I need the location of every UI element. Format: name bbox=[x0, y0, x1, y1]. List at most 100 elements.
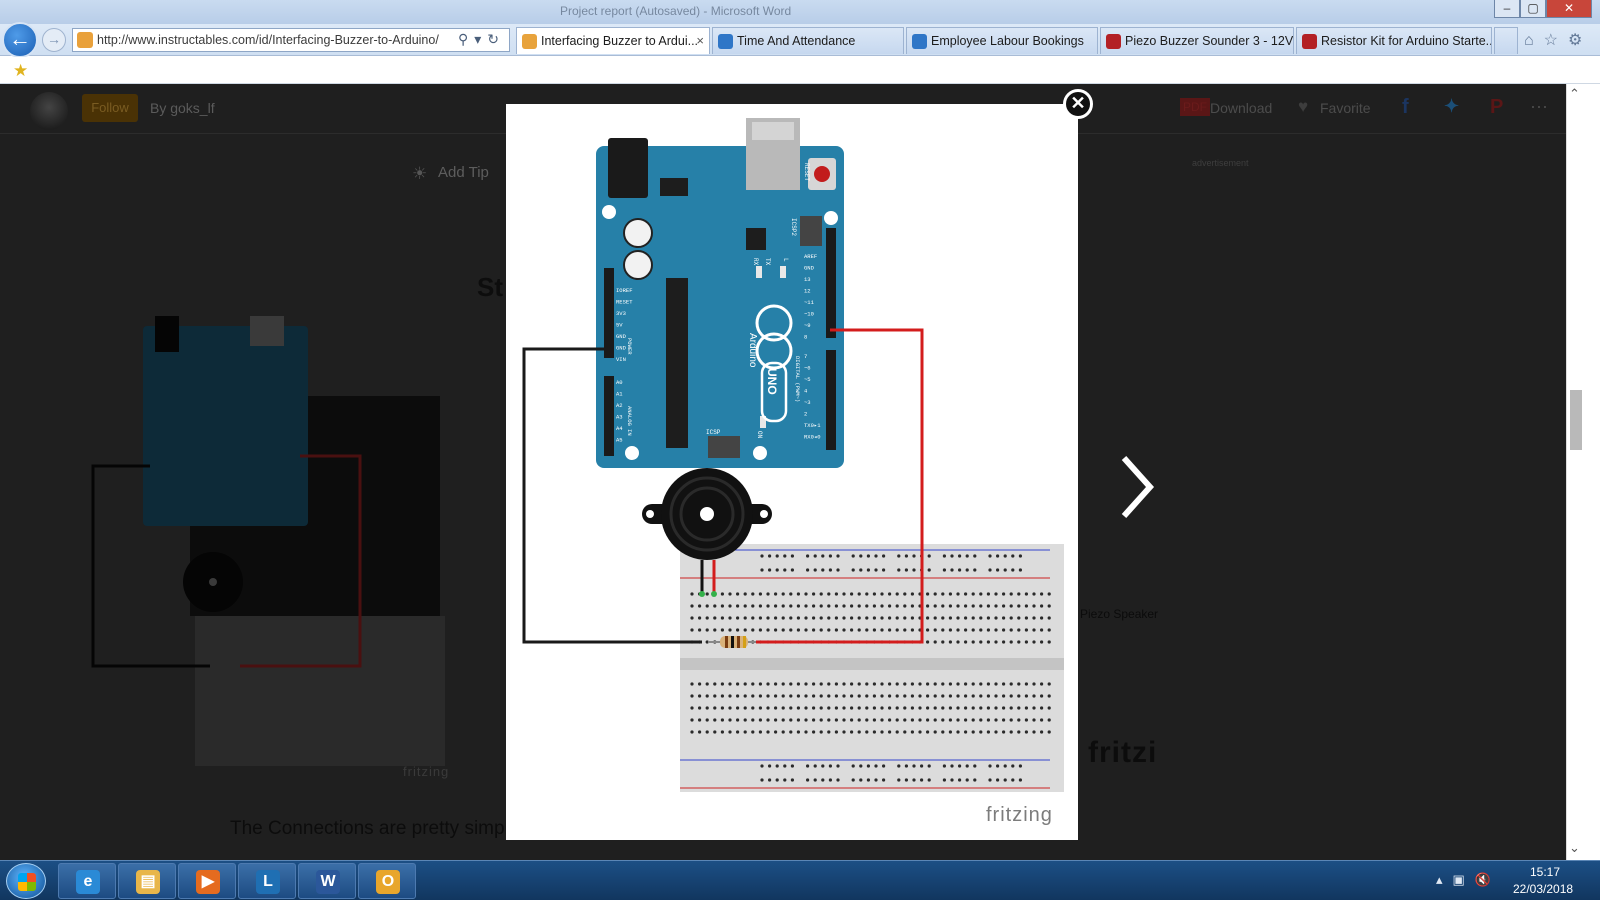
scroll-up-icon[interactable]: ⌃ bbox=[1569, 86, 1580, 101]
arduino-model-label: UNO bbox=[765, 368, 779, 395]
avatar[interactable] bbox=[30, 92, 68, 130]
heart-icon: ♥ bbox=[1298, 97, 1309, 116]
minimize-button[interactable]: – bbox=[1494, 0, 1520, 18]
forward-button[interactable]: → bbox=[42, 28, 66, 52]
internet-explorer-icon: e bbox=[76, 870, 100, 894]
more-options-button[interactable]: ··· bbox=[1530, 96, 1548, 116]
pin-label: VIN bbox=[616, 356, 626, 363]
fritzing-watermark: fritzing bbox=[986, 804, 1053, 826]
close-lightbox-button[interactable]: ✕ bbox=[1063, 89, 1093, 119]
tab-label: Employee Labour Bookings bbox=[931, 34, 1084, 48]
author-byline[interactable]: By goks_lf bbox=[150, 100, 215, 116]
new-tab-button[interactable] bbox=[1494, 27, 1518, 54]
clock-date[interactable]: 22/03/2018 bbox=[1513, 882, 1574, 896]
l-led-label: L bbox=[782, 258, 789, 262]
scrollbar-thumb[interactable] bbox=[1570, 390, 1582, 450]
icsp2-label: ICSP2 bbox=[790, 218, 797, 236]
close-window-button[interactable]: ✕ bbox=[1546, 0, 1592, 18]
analog-in-label: ANALOG IN bbox=[626, 406, 633, 436]
follow-button[interactable]: Follow bbox=[82, 94, 138, 122]
system-tray: ▴▣🔇 bbox=[1436, 872, 1501, 888]
address-tools: ⚲▾↻ bbox=[458, 31, 505, 48]
ground-wire bbox=[522, 347, 702, 644]
volume-muted-icon[interactable]: 🔇 bbox=[1474, 872, 1502, 887]
search-icon[interactable]: ⚲ bbox=[457, 31, 475, 47]
add-favorites-icon[interactable]: ★ bbox=[13, 61, 29, 80]
gear-icon[interactable]: ⚙ bbox=[1568, 32, 1593, 49]
pin-label: ~6 bbox=[804, 365, 811, 372]
network-icon[interactable]: ▣ bbox=[1452, 872, 1475, 887]
pin-label: 8 bbox=[804, 334, 807, 341]
tab-time-and-attendance[interactable]: Time And Attendance bbox=[712, 27, 904, 54]
facebook-icon[interactable]: f bbox=[1402, 96, 1409, 118]
advertisement-label: advertisement bbox=[1192, 158, 1249, 168]
refresh-icon[interactable]: ↻ bbox=[487, 31, 505, 47]
close-tab-icon[interactable]: × bbox=[696, 33, 704, 48]
twitter-icon[interactable]: ✦ bbox=[1444, 96, 1460, 116]
pin-label: RX0◂0 bbox=[804, 434, 821, 441]
tab-label: Resistor Kit for Arduino Starte... bbox=[1321, 34, 1492, 48]
next-image-arrow-icon[interactable] bbox=[1118, 452, 1158, 522]
tab-resistor-kit[interactable]: Resistor Kit for Arduino Starte... bbox=[1296, 27, 1492, 54]
tab-label: Piezo Buzzer Sounder 3 - 12V ... bbox=[1125, 34, 1294, 48]
back-button[interactable]: ← bbox=[2, 22, 38, 58]
pin-label: 4 bbox=[804, 388, 808, 395]
step-caption: The Connections are pretty simple: bbox=[230, 818, 525, 839]
arrow-left-icon: ← bbox=[9, 26, 31, 51]
page-scrollbar[interactable]: ⌃ ⌄ bbox=[1566, 84, 1584, 860]
file-explorer-icon: ▤ bbox=[136, 870, 160, 894]
pin-label: 12 bbox=[804, 288, 811, 295]
reset-label: RESET bbox=[803, 163, 810, 181]
favorites-star-icon[interactable]: ☆ bbox=[1543, 32, 1569, 49]
pin-label: 3V3 bbox=[616, 310, 626, 317]
start-button[interactable] bbox=[6, 863, 46, 899]
dropdown-icon[interactable]: ▾ bbox=[474, 31, 488, 47]
pin-label: A2 bbox=[616, 402, 623, 409]
favorite-button[interactable]: Favorite bbox=[1320, 100, 1371, 116]
step-title: St bbox=[477, 272, 503, 302]
tab-label: Interfacing Buzzer to Ardui... bbox=[541, 34, 699, 48]
circuit-diagram: Arduino UNO RESET ICSP2 ICSP RX TX L ON … bbox=[522, 118, 1064, 792]
taskbar-app-file-explorer[interactable]: ▤ bbox=[118, 863, 176, 899]
rx-label: RX bbox=[752, 258, 759, 266]
pin-label: GND bbox=[804, 265, 815, 272]
piezo-buzzer bbox=[642, 468, 772, 597]
ie-page-icon bbox=[912, 34, 927, 49]
taskbar-app-outlook[interactable]: O bbox=[358, 863, 416, 899]
lync-icon: L bbox=[256, 870, 280, 894]
clock-time[interactable]: 15:17 bbox=[1530, 865, 1561, 879]
taskbar-app-internet-explorer[interactable]: e bbox=[58, 863, 116, 899]
lightbulb-icon: ☀ bbox=[412, 164, 428, 183]
pin-label: ~5 bbox=[804, 376, 811, 383]
tab-employee-labour-bookings[interactable]: Employee Labour Bookings bbox=[906, 27, 1098, 54]
pin-label: A3 bbox=[616, 414, 623, 421]
scroll-down-icon[interactable]: ⌄ bbox=[1569, 840, 1580, 855]
pin-label: 13 bbox=[804, 276, 811, 283]
window-title-bar: Project report (Autosaved) - Microsoft W… bbox=[0, 0, 1600, 24]
favorites-bar: ★ bbox=[0, 57, 1600, 84]
taskbar-app-word[interactable]: W bbox=[298, 863, 356, 899]
window-title: Project report (Autosaved) - Microsoft W… bbox=[560, 4, 792, 18]
browser-toolbar-icons: ⌂☆⚙ bbox=[1524, 30, 1592, 50]
address-bar[interactable]: http://www.instructables.com/id/Interfac… bbox=[72, 28, 510, 52]
pin-label: AREF bbox=[804, 253, 817, 260]
pdf-icon: PDF bbox=[1180, 98, 1210, 116]
tab-interfacing-buzzer[interactable]: Interfacing Buzzer to Ardui... × bbox=[516, 27, 710, 54]
shop-favicon-icon bbox=[1302, 34, 1317, 49]
taskbar-app-media-player[interactable]: ▶ bbox=[178, 863, 236, 899]
pin-label: ~9 bbox=[804, 322, 811, 329]
signal-wire bbox=[756, 328, 924, 644]
maximize-button[interactable]: ▢ bbox=[1520, 0, 1546, 18]
shop-favicon-icon bbox=[1106, 34, 1121, 49]
pinterest-icon[interactable]: P bbox=[1490, 96, 1504, 118]
show-hidden-icons-icon[interactable]: ▴ bbox=[1436, 872, 1453, 887]
pin-label: 2 bbox=[804, 411, 807, 418]
download-button[interactable]: Download bbox=[1210, 100, 1273, 116]
power-label: POWER bbox=[626, 338, 633, 355]
add-tip-button[interactable]: Add Tip bbox=[438, 164, 489, 181]
taskbar-app-lync[interactable]: L bbox=[238, 863, 296, 899]
tab-piezo-buzzer-sounder[interactable]: Piezo Buzzer Sounder 3 - 12V ... bbox=[1100, 27, 1294, 54]
home-icon[interactable]: ⌂ bbox=[1524, 32, 1544, 49]
resistor bbox=[708, 636, 756, 648]
arrow-right-icon: → bbox=[47, 31, 61, 47]
